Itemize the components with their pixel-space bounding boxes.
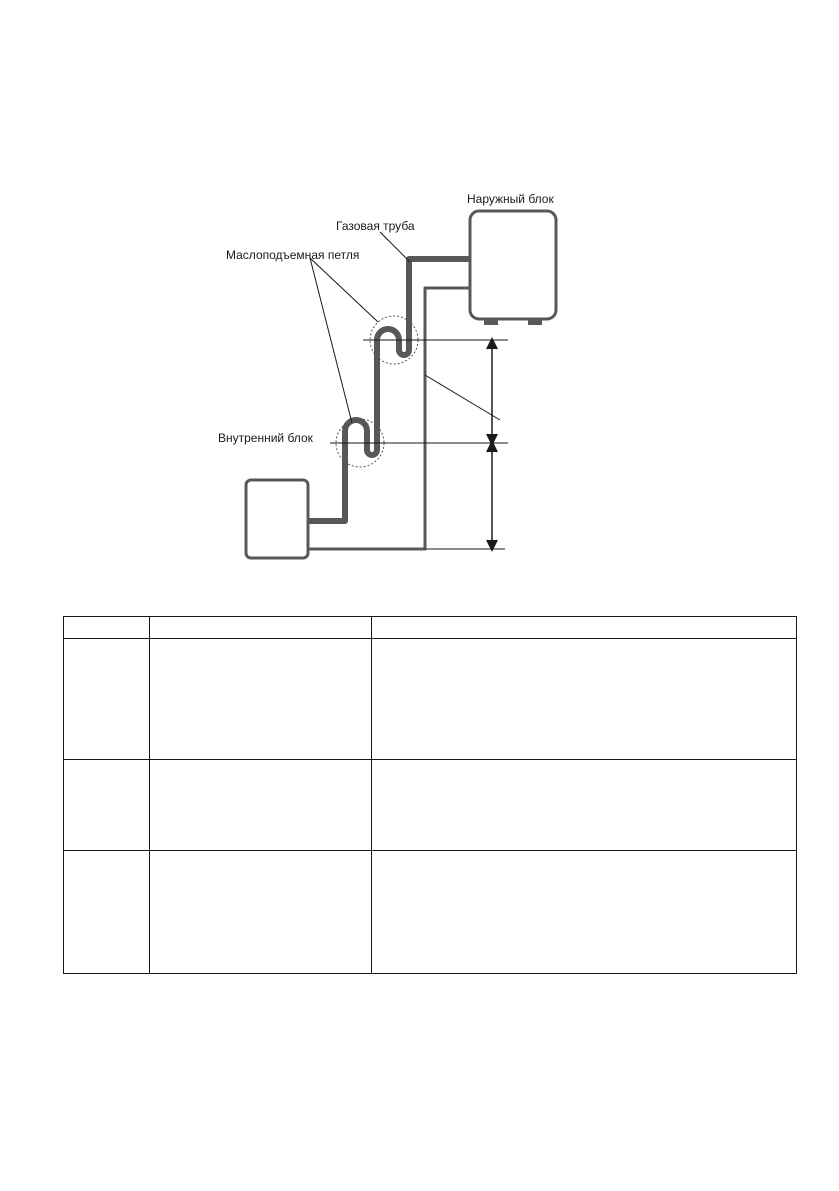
table-cell [149, 638, 372, 760]
table-header-row [63, 616, 797, 639]
table-cell [149, 616, 372, 639]
indoor-unit [244, 478, 310, 560]
table-cell [63, 850, 150, 974]
table-row [63, 759, 797, 851]
outdoor-unit-label: Наружный блок [467, 192, 554, 206]
table-cell [63, 616, 150, 639]
spec-table [63, 616, 797, 974]
outdoor-unit-foot-right [528, 319, 542, 325]
indoor-unit-label: Внутренний блок [218, 431, 314, 445]
table-cell [371, 850, 797, 974]
liquid-pipe [308, 286, 470, 551]
outdoor-unit [468, 209, 558, 325]
table-cell [149, 850, 372, 974]
gas-pipe-label: Газовая труба [336, 219, 415, 233]
table-cell [63, 638, 150, 760]
loop-leader-upper [309, 257, 379, 323]
table-cell [149, 759, 372, 851]
outdoor-unit-foot-left [484, 319, 498, 325]
table-row [63, 850, 797, 974]
loop-leader-lower [309, 257, 353, 424]
liquid-pipe-leader [424, 374, 501, 421]
gas-pipe-leader [379, 231, 411, 263]
piping-diagram: Наружный блок Газовая труба Маслоподъемн… [218, 192, 558, 560]
table-cell [63, 759, 150, 851]
table-cell [371, 616, 797, 639]
table-cell [371, 638, 797, 760]
table-cell [371, 759, 797, 851]
oil-lift-loop-label: Маслоподъемная петля [226, 248, 359, 262]
gas-pipe [308, 256, 470, 524]
table-row [63, 638, 797, 760]
